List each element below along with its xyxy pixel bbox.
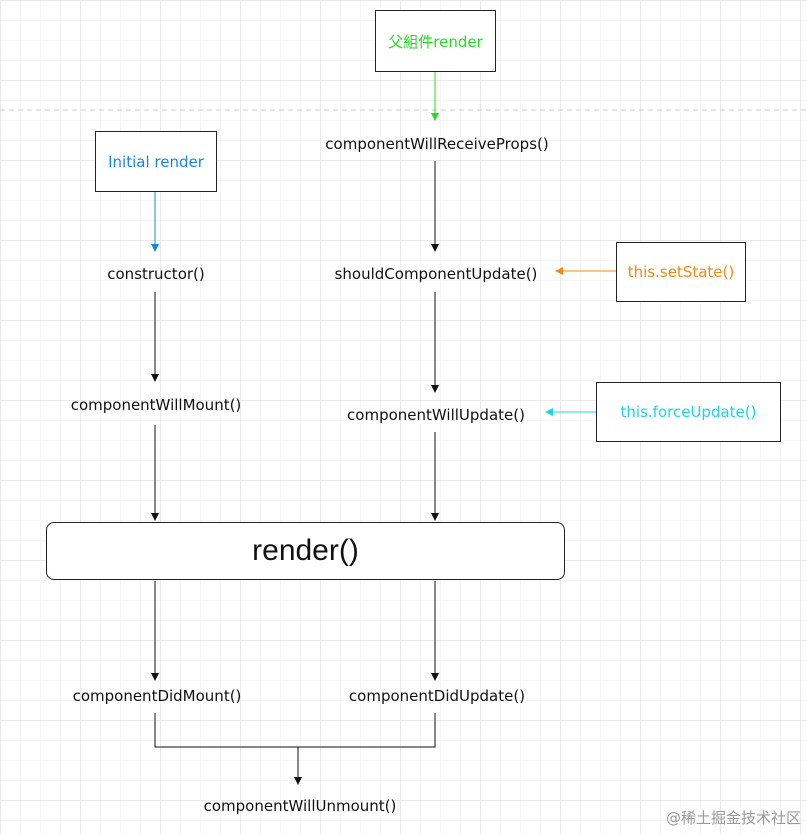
will-mount-node: componentWillMount() (70, 396, 242, 414)
will-receive-props-node: componentWillReceiveProps() (325, 135, 549, 153)
did-mount-node: componentDidMount() (72, 687, 242, 705)
will-update-node: componentWillUpdate() (347, 406, 525, 424)
force-update-box: this.forceUpdate() (596, 382, 781, 442)
render-box: render() (46, 522, 565, 580)
parent-render-box: 父組件render (375, 10, 496, 72)
force-update-label: this.forceUpdate() (620, 403, 757, 421)
render-label: render() (252, 534, 359, 567)
should-update-node: shouldComponentUpdate() (334, 265, 538, 283)
did-to-unmount-bracket (154, 713, 436, 748)
watermark: @稀土掘金技术社区 (665, 809, 801, 827)
constructor-node: constructor() (107, 265, 205, 283)
initial-render-label: Initial render (108, 152, 204, 171)
set-state-label: this.setState() (627, 263, 735, 281)
set-state-box: this.setState() (616, 242, 746, 302)
will-unmount-node: componentWillUnmount() (203, 797, 397, 815)
initial-render-box: Initial render (95, 131, 217, 192)
parent-render-label: 父組件render (388, 32, 483, 51)
did-update-node: componentDidUpdate() (348, 687, 526, 705)
